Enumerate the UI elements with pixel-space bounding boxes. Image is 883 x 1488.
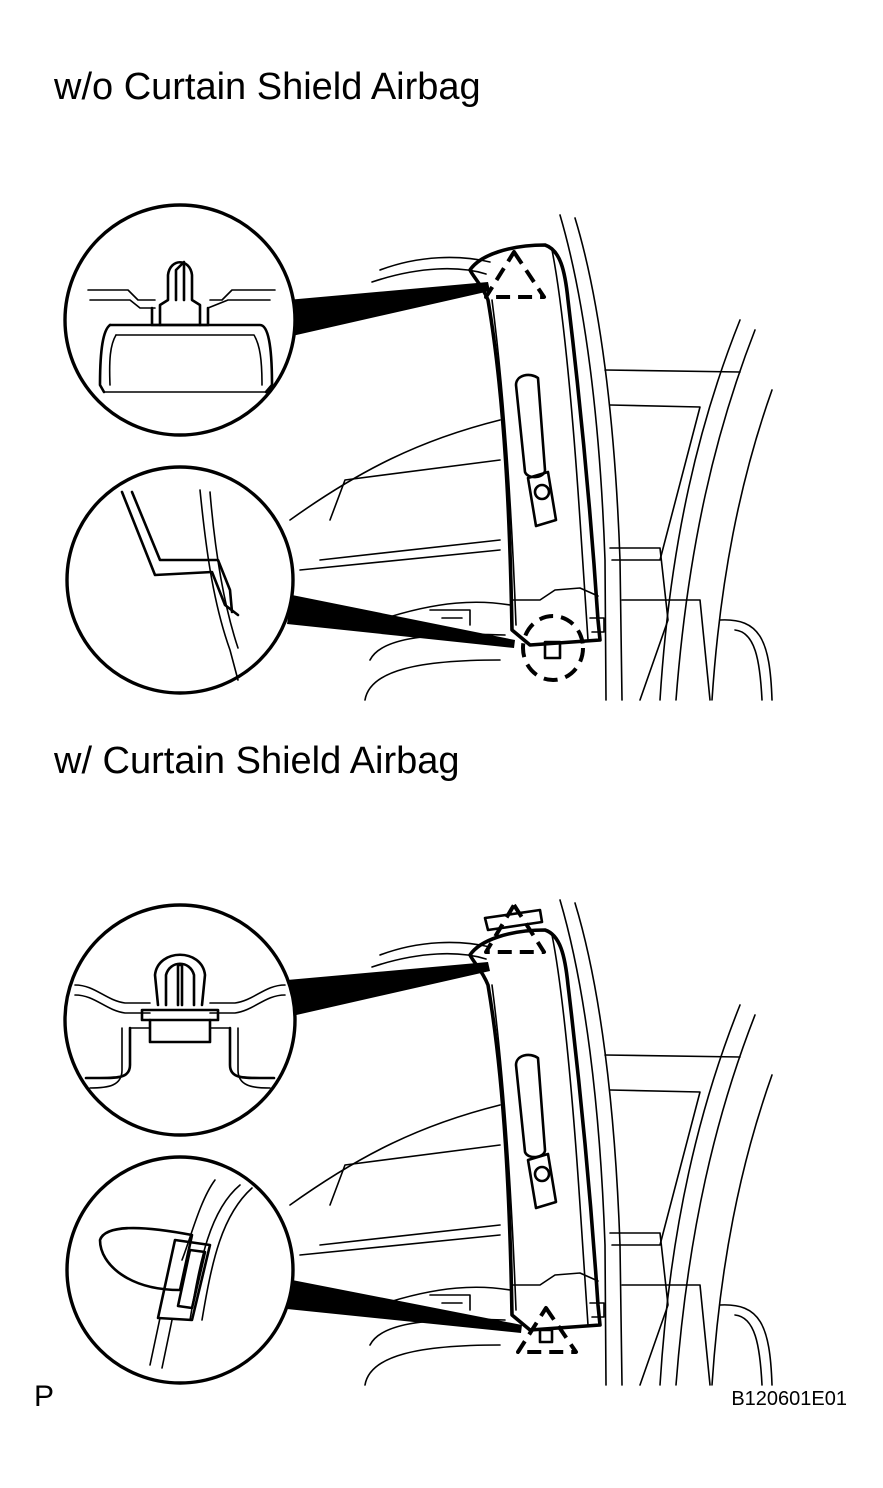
lower-detail-hook: [65, 1155, 295, 1385]
lower-claw-triangle-marker: [516, 1306, 578, 1354]
lower-clip-hole-icon: [533, 1165, 551, 1183]
lower-leader-2: [287, 1280, 522, 1333]
lower-illustration: [63, 899, 773, 1386]
upper-pillar-garnish: [468, 243, 605, 647]
page-letter: P: [34, 1380, 55, 1413]
upper-detail-claw: [65, 465, 295, 695]
upper-detail-clip: [63, 203, 297, 437]
upper-body-outline: [289, 214, 773, 701]
figure-code: B120601E01: [731, 1388, 847, 1410]
lower-detail-clip: [63, 903, 297, 1137]
upper-clip-hole-icon: [533, 483, 551, 501]
upper-leader-1: [287, 282, 490, 336]
upper-leader-2: [287, 595, 515, 648]
upper-claw-circle-marker: [521, 614, 585, 682]
upper-clip-triangle-marker: [484, 250, 546, 299]
upper-illustration: [63, 203, 773, 701]
lower-pillar-garnish: [468, 908, 605, 1332]
heading-with-curtain-shield-airbag: w/ Curtain Shield Airbag: [54, 740, 460, 782]
lower-body-outline: [289, 899, 773, 1386]
lower-clip-triangle-marker: [484, 903, 546, 954]
heading-without-curtain-shield-airbag: w/o Curtain Shield Airbag: [54, 66, 481, 108]
lower-leader-1: [287, 962, 490, 1016]
